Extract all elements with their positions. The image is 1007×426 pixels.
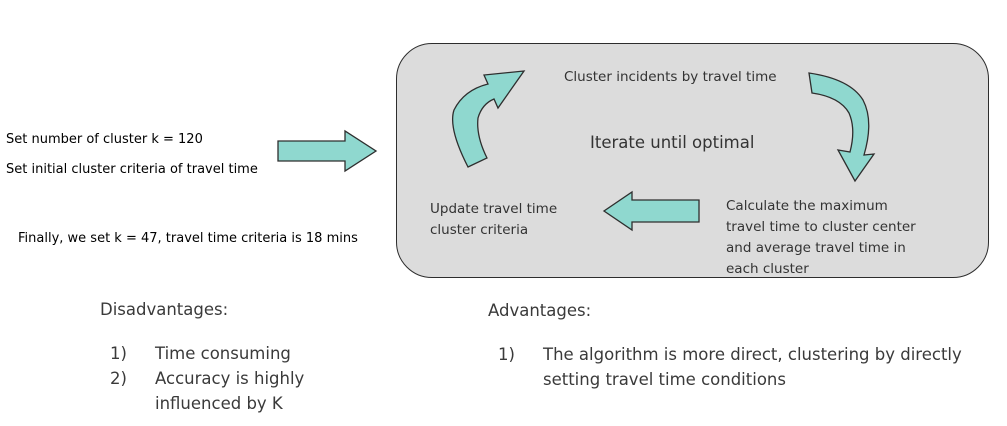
list-item-text: Accuracy is highly influenced by K [155,369,305,413]
right-arrow-icon [277,129,378,173]
set-criteria-text: Set initial cluster criteria of travel t… [6,162,258,177]
iterate-label: Iterate until optimal [590,133,755,152]
curved-up-arrow-icon [451,70,526,168]
calculate-step-text: Calculate the maximum travel time to clu… [726,198,916,277]
disadvantages-list: 1) Time consuming 2) Accuracy is highly … [110,341,340,416]
cluster-step-text: Cluster incidents by travel time [564,69,777,85]
advantages-list: 1) The algorithm is more direct, cluster… [498,342,978,392]
update-step-text: Update travel time cluster criteria [430,201,558,238]
final-settings-text: Finally, we set k = 47, travel time crit… [18,231,358,246]
list-item-text: Time consuming [155,344,291,363]
list-number: 1) [498,345,515,364]
disadvantages-heading: Disadvantages: [100,300,229,319]
advantages-heading: Advantages: [488,301,592,320]
list-number: 1) [110,344,127,363]
list-number: 2) [110,369,127,388]
left-arrow-icon [602,190,700,232]
list-item-text: The algorithm is more direct, clustering… [543,345,962,389]
curved-down-arrow-icon [808,72,876,183]
set-k-text: Set number of cluster k = 120 [6,132,203,147]
list-item: 2) Accuracy is highly influenced by K [110,366,340,416]
list-item: 1) The algorithm is more direct, cluster… [498,342,978,392]
list-item: 1) Time consuming [110,341,340,366]
